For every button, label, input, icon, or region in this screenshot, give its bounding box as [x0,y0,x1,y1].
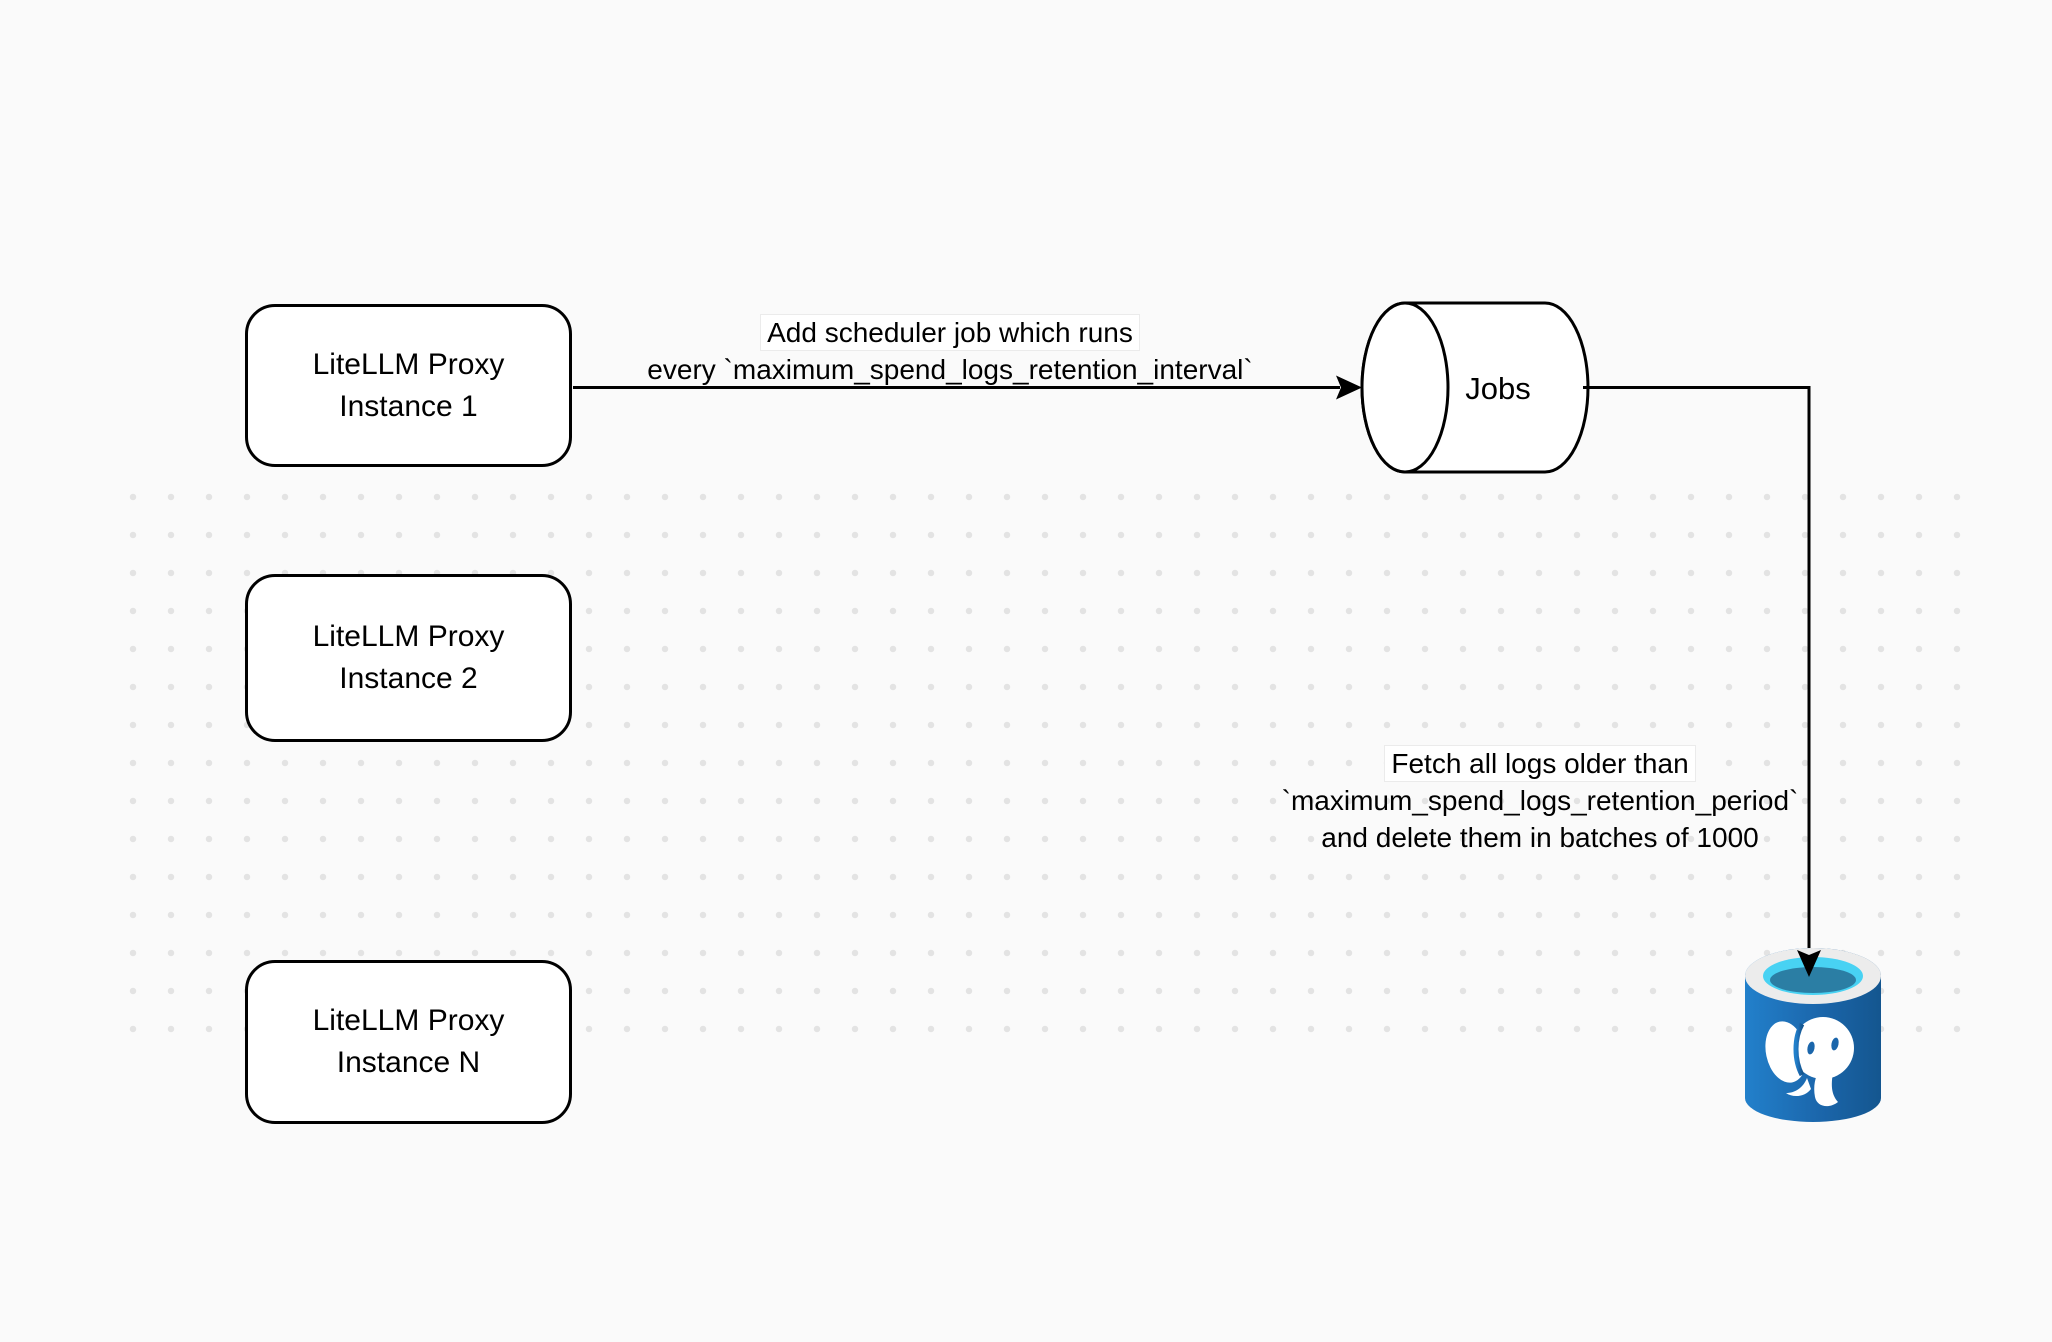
edge-label-scheduler-line1: Add scheduler job which runs [760,314,1140,351]
jobs-cylinder-cap [1360,301,1450,474]
edge-label-fetch-line2: `maximum_spend_logs_retention_period` [1281,785,1799,816]
jobs-queue-shape: Jobs [1360,301,1590,474]
edge-fetch-line [1583,386,1811,952]
edge-label-fetch-line3: and delete them in batches of 1000 [1321,822,1759,853]
edge-label-fetch-line1: Fetch all logs older than [1384,745,1696,782]
edge-fetch-arrowhead [1797,950,1821,977]
node-label-line1: LiteLLM Proxy [312,347,505,381]
pg-cylinder-water-shade [1770,967,1856,993]
node-label-line2: Instance N [336,1046,481,1079]
postgresql-icon [1745,948,1881,1122]
node-litellm-proxy-instance-n: LiteLLM Proxy Instance N [245,960,572,1124]
edge-label-scheduler-line2: every `maximum_spend_logs_retention_inte… [647,354,1253,385]
node-label-line1: LiteLLM Proxy [312,620,505,653]
pg-elephant [1765,1017,1854,1107]
node-litellm-proxy-instance-2: LiteLLM Proxy Instance 2 [245,574,572,742]
jobs-label: Jobs [1465,371,1530,406]
node-label-line1: LiteLLM Proxy [312,1004,505,1037]
edge-label-fetch: Fetch all logs older than `maximum_spend… [1240,745,1840,856]
node-litellm-proxy-instance-1: LiteLLM Proxy Instance 1 [245,304,572,467]
node-label-line2: Instance 1 [339,389,478,423]
edge-label-scheduler: Add scheduler job which runs every `maxi… [550,314,1350,388]
edge-scheduler-arrowhead [1336,375,1362,400]
node-label-line2: Instance 2 [339,662,478,695]
